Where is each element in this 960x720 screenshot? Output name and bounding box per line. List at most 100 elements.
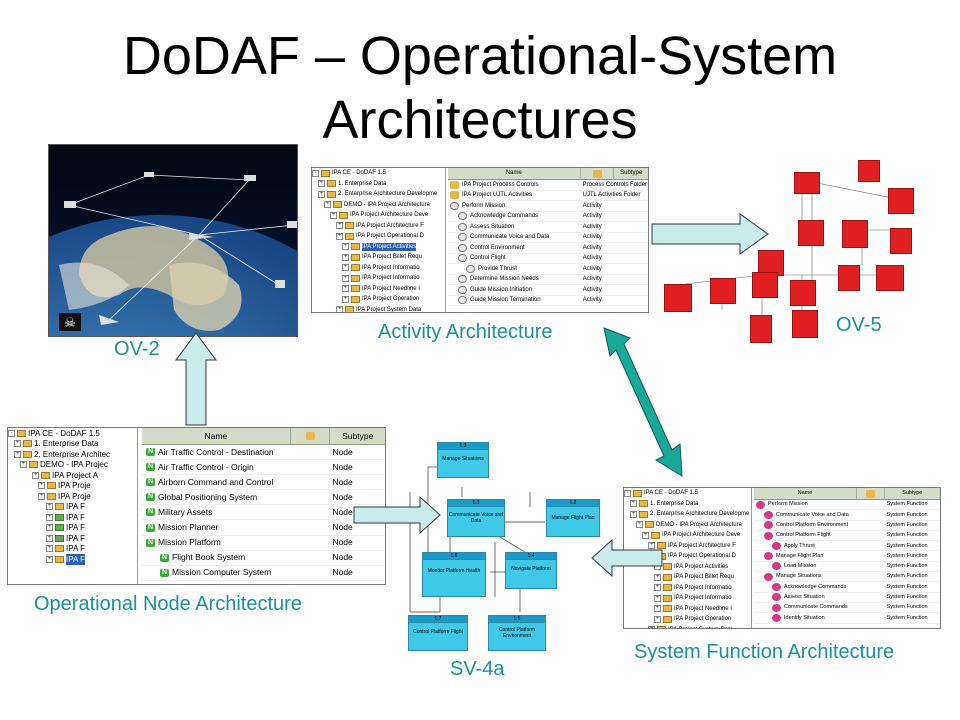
expand-toggle-icon[interactable]: +: [14, 440, 21, 448]
expand-toggle-icon[interactable]: +: [336, 232, 343, 240]
tree-item[interactable]: +IPA F: [8, 502, 137, 513]
tree-item[interactable]: +IPA Project Architecture F: [312, 221, 445, 232]
expand-toggle-icon[interactable]: +: [342, 274, 349, 282]
tree-item[interactable]: +1. Enterprise Data: [312, 179, 445, 190]
tree-item[interactable]: +IPA Project Operation: [312, 294, 445, 305]
expand-toggle-icon[interactable]: +: [630, 510, 637, 518]
expand-toggle-icon[interactable]: +: [318, 190, 325, 198]
tree-item[interactable]: +IPA Project Activities: [624, 562, 751, 573]
tree-item[interactable]: +IPA Project Activities: [312, 242, 445, 253]
tree-item[interactable]: +IPA Project Billet Requ: [624, 572, 751, 583]
expand-toggle-icon[interactable]: +: [642, 531, 649, 539]
tree-item[interactable]: +IPA F: [8, 523, 137, 534]
expand-toggle-icon[interactable]: +: [38, 492, 45, 500]
tree-item[interactable]: -IPA CE - DoDAF 1.5: [8, 428, 137, 439]
subtype-column-header[interactable]: Subtype: [620, 170, 643, 177]
expand-toggle-icon[interactable]: +: [336, 222, 343, 230]
tree-item[interactable]: +1. Enterprise Data: [8, 439, 137, 450]
expand-toggle-icon[interactable]: +: [336, 306, 343, 312]
expand-toggle-icon[interactable]: -: [8, 429, 15, 437]
expand-toggle-icon[interactable]: +: [648, 542, 655, 550]
expand-toggle-icon[interactable]: +: [654, 594, 661, 602]
tree-item[interactable]: +IPA Project Architecture Deve: [624, 530, 751, 541]
expand-toggle-icon[interactable]: +: [342, 253, 349, 261]
expand-toggle-icon[interactable]: +: [38, 482, 45, 490]
name-column-header[interactable]: Name: [142, 428, 291, 445]
tree-item[interactable]: +IPA Project Billet Requ: [312, 252, 445, 263]
expand-toggle-icon[interactable]: +: [14, 450, 21, 458]
tree-item[interactable]: +IPA F: [8, 533, 137, 544]
expand-toggle-icon[interactable]: +: [46, 503, 53, 511]
expand-toggle-icon[interactable]: +: [46, 534, 53, 542]
expand-toggle-icon[interactable]: +: [330, 211, 337, 219]
tree-item[interactable]: +IPA Project Operational D: [312, 231, 445, 242]
expand-toggle-icon[interactable]: -: [312, 169, 319, 177]
tree-item[interactable]: +2. Enterprise Architecture Developme: [312, 189, 445, 200]
tree-item[interactable]: +DEMO - IPA Project Architecture: [312, 200, 445, 211]
expand-toggle-icon[interactable]: +: [654, 573, 661, 581]
tree-item[interactable]: -IPA CE - DoDAF 1.5: [312, 168, 445, 179]
tree-item[interactable]: +DEMO - IPA Project Architecture: [624, 520, 751, 531]
name-column-header[interactable]: Name: [754, 488, 857, 500]
tree-item[interactable]: +IPA Project Informatio: [312, 263, 445, 274]
expand-toggle-icon[interactable]: +: [342, 295, 349, 303]
tree-item[interactable]: +IPA Project Architecture F: [624, 541, 751, 552]
tree-item[interactable]: +IPA Project Architecture Deve: [312, 210, 445, 221]
expand-toggle-icon[interactable]: +: [46, 513, 53, 521]
expand-toggle-icon[interactable]: +: [654, 584, 661, 592]
expand-toggle-icon[interactable]: +: [324, 201, 331, 209]
tree-item[interactable]: -IPA CE - DoDAF 1.5: [624, 488, 751, 499]
tree-item[interactable]: +IPA F: [8, 554, 137, 565]
tree-item[interactable]: +IPA Proje: [8, 481, 137, 492]
expand-toggle-icon[interactable]: +: [342, 243, 349, 251]
tree-item[interactable]: +2. Enterprise Architecture Developme: [624, 509, 751, 520]
subtype-column-header[interactable]: Subtype: [902, 490, 923, 497]
expand-toggle-icon[interactable]: +: [46, 524, 53, 532]
expand-toggle-icon[interactable]: +: [342, 285, 349, 293]
tree-item[interactable]: +IPA Project Informatio: [312, 273, 445, 284]
expand-toggle-icon[interactable]: +: [654, 605, 661, 613]
expand-toggle-icon[interactable]: +: [648, 552, 655, 560]
expand-toggle-icon[interactable]: +: [32, 471, 39, 479]
expand-toggle-icon[interactable]: +: [46, 545, 53, 553]
expand-toggle-icon[interactable]: +: [648, 626, 655, 628]
expand-toggle-icon[interactable]: -: [624, 489, 631, 497]
tree-item[interactable]: +IPA Project Needline I: [312, 284, 445, 295]
tree-item[interactable]: +IPA Project Informatio: [624, 583, 751, 594]
expand-toggle-icon[interactable]: +: [46, 555, 53, 563]
tree-item[interactable]: +IPA Project Needline I: [624, 604, 751, 615]
tree-item[interactable]: +2. Enterprise Architec: [8, 449, 137, 460]
tree-item[interactable]: +IPA Project Operational D: [624, 551, 751, 562]
tree-item[interactable]: +IPA Project Informatio: [624, 593, 751, 604]
tree-item[interactable]: +IPA Project System Data: [624, 625, 751, 628]
expand-toggle-icon[interactable]: +: [636, 521, 643, 529]
